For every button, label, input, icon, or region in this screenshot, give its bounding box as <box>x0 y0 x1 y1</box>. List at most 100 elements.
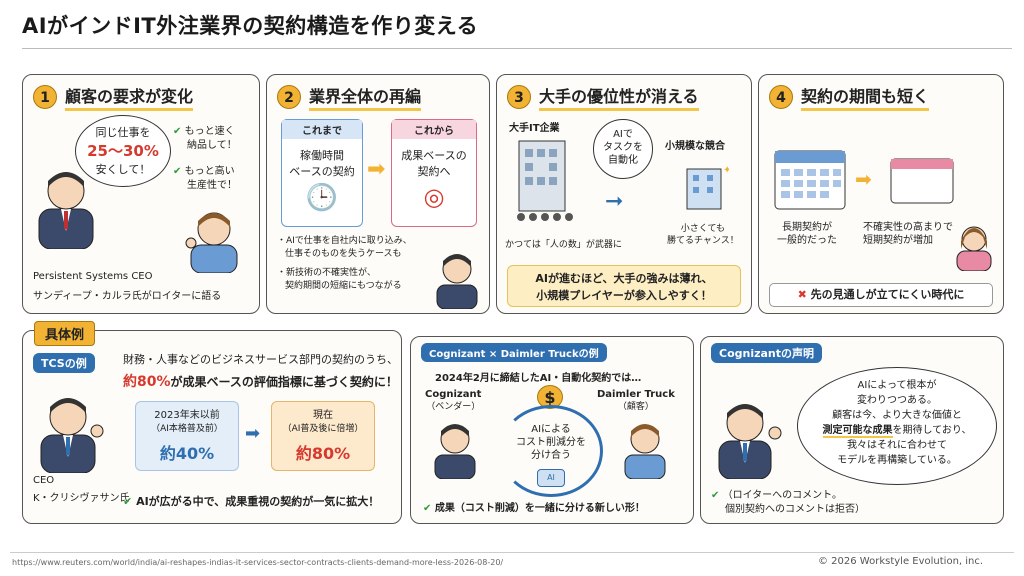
big-building-icon <box>517 140 573 221</box>
quote-highlight: 測定可能な成果 <box>822 425 893 438</box>
short-calendar-icon <box>890 158 954 204</box>
vendor-illustration <box>434 424 476 479</box>
bubble-line-1: 同じ仕事を <box>95 126 151 139</box>
long-caption-line2: 一般的だった <box>777 235 837 246</box>
panel-3-title: 大手の優位性が消える <box>539 83 699 111</box>
before-label: これまで <box>282 120 362 139</box>
panel-4-header: 4 契約の期間も短く <box>769 83 930 111</box>
cs-note-line2: 個別契約へのコメントは拒否） <box>725 504 865 515</box>
tcs-after-card: 現在 （AI普及後に倍増） 約80% <box>271 401 375 471</box>
panel-customer-demand: 1 顧客の要求が変化 同じ仕事を 25～30% 安くして！ ✔ もっと速く 納品… <box>22 74 260 314</box>
summary-line2: 小規模プレイヤーが参入しやすく！ <box>536 289 712 302</box>
cs-label: Cognizantの声明 <box>711 343 823 363</box>
panel-1-title: 顧客の要求が変化 <box>65 83 194 111</box>
cs-note-line1: （ロイターへのコメント。 <box>722 490 842 501</box>
warning-text: 先の見通しが立てにくい時代に <box>810 288 965 301</box>
cognizant-role: （ベンダー） <box>426 402 481 412</box>
ai-bubble-line3: 自動化 <box>608 155 638 166</box>
tcs-before-year: 2023年末以前 <box>154 410 220 421</box>
tcs-after-sub: （AI普及後に倍増） <box>282 424 364 434</box>
quote-line3: 顧客は今、より大きな価値と <box>832 410 962 421</box>
big-company-label: 大手IT企業 <box>509 123 560 134</box>
tcs-before-sub: （AI本格普及前） <box>151 424 223 434</box>
panel-3-number: 3 <box>507 85 531 109</box>
page-title: AIがインドIT外注業界の契約構造を作り変える <box>22 14 479 38</box>
quote-line4-rest: を期待しており、 <box>892 425 972 436</box>
long-caption: 長期契約が 一般的だった <box>777 221 837 247</box>
check-icon: ✔ <box>423 503 432 514</box>
check-faster: ✔ もっと速く 納品して！ <box>173 125 237 153</box>
cost-share-line2: コスト削減分を <box>516 437 586 448</box>
short-caption: 不確実性の高まりで 短期契約が増加 <box>863 221 953 247</box>
cs-note: ✔ （ロイターへのコメント。 個別契約へのコメントは拒否） <box>711 489 865 517</box>
long-calendar-icon <box>774 150 846 210</box>
cognizant-name-text: Cognizant <box>425 389 482 400</box>
cross-icon: ✖ <box>797 288 807 301</box>
cost-share-line1: AIによる <box>531 424 571 435</box>
note-1-line1: ・AIで仕事を自社内に取り込み、 <box>277 236 412 246</box>
small-caption-line1: 小さくても <box>680 224 725 234</box>
cognizant-name: Cognizant （ベンダー） <box>425 389 481 413</box>
panel-4-title: 契約の期間も短く <box>801 83 930 111</box>
bubble-discount: 25～30% <box>87 142 159 160</box>
target-icon: ◎ <box>423 183 445 211</box>
big-caption: かつては「人の数」が武器に <box>505 240 622 250</box>
check-icon: ✔ <box>173 126 182 137</box>
daimler-role: （顧客） <box>617 402 654 412</box>
check-faster-line2: 納品して！ <box>187 140 237 151</box>
quote-line1: AIによって根本が <box>857 380 937 391</box>
thinking-man-illustration <box>436 254 478 309</box>
bubble-line-3: 安くして！ <box>95 163 151 176</box>
demand-speech-bubble: 同じ仕事を 25～30% 安くして！ <box>75 115 171 187</box>
title-divider <box>22 48 1012 49</box>
cd-summary-text: 成果（コスト削減）を一緒に分ける新しい形！ <box>434 503 645 514</box>
tcs-text-2: 約80%が成果ベースの評価指標に基づく契約に！ <box>123 371 398 391</box>
tcs-ceo-illustration <box>40 398 104 473</box>
svg-text:✦: ✦ <box>723 165 729 176</box>
note-1: ・AIで仕事を自社内に取り込み、 仕事そのものを失うケースも <box>277 235 412 261</box>
quote-line2: 変わりつつある。 <box>856 395 938 406</box>
note-2-line1: ・新技術の不確実性が、 <box>277 268 376 278</box>
panel-4-number: 4 <box>769 85 793 109</box>
panel-tcs-example: TCSの例 財務・人事などのビジネスサービス部門の契約のうち、 約80%が成果ベ… <box>22 330 402 524</box>
check-icon: ✔ <box>711 490 720 501</box>
copyright: © 2026 Workstyle Evolution, inc. <box>818 556 984 567</box>
before-text-2: ベースの契約 <box>289 165 355 178</box>
small-building-icon: ✦ <box>686 165 729 210</box>
small-caption-line2: 勝てるチャンス！ <box>667 236 739 246</box>
panel-3-summary: AIが進むほど、大手の強みは薄れ、 小規模プレイヤーが参入しやすく！ <box>507 265 741 307</box>
ceo-illustration <box>38 172 94 249</box>
warning-banner: ✖ 先の見通しが立てにくい時代に <box>769 283 993 307</box>
panel-2-number: 2 <box>277 85 301 109</box>
tcs-summary: ✔ AIが広がる中で、成果重視の契約が一気に拡大！ <box>123 493 379 509</box>
tcs-text-1: 財務・人事などのビジネスサービス部門の契約のうち、 <box>123 353 398 366</box>
long-caption-line1: 長期契約が <box>782 222 832 233</box>
panel-cognizant-daimler: Cognizant × Daimler Truckの例 2024年2月に締結した… <box>410 336 694 524</box>
source-url[interactable]: https://www.reuters.com/world/india/ai-r… <box>12 558 504 567</box>
quote-line6: モデルを再構築している。 <box>837 455 957 466</box>
tcs-highlight: 約80% <box>123 374 171 390</box>
ai-robot-icon: AI <box>537 469 565 487</box>
after-text-2: 契約へ <box>417 165 451 178</box>
ai-bubble-line1: AIで <box>613 129 633 140</box>
quote-line4: 測定可能な成果を期待しており、 <box>798 423 996 438</box>
check-faster-line1: もっと速く <box>184 126 235 137</box>
client-illustration <box>185 212 238 273</box>
arrow-right-icon: ➡ <box>367 157 386 182</box>
panel-2-title: 業界全体の再編 <box>309 83 422 111</box>
check-icon: ✔ <box>173 166 182 177</box>
before-card: これまで 稼働時間 ベースの契約 🕒 <box>281 119 363 227</box>
check-productivity: ✔ もっと高い 生産性で！ <box>173 165 237 193</box>
note-1-line2: 仕事そのものを失うケースも <box>285 249 402 259</box>
tcs-text-2-rest: が成果ベースの評価指標に基づく契約に！ <box>170 375 398 389</box>
ceo-caption-1: Persistent Systems CEO <box>33 271 153 282</box>
tcs-after-year: 現在 <box>313 410 333 421</box>
small-caption: 小さくても 勝てるチャンス！ <box>667 223 739 247</box>
daimler-name-text: Daimler Truck <box>597 389 675 400</box>
check-icon: ✔ <box>123 495 133 508</box>
clock-icon: 🕒 <box>305 183 339 213</box>
tcs-after-value: 約80% <box>295 444 351 463</box>
short-caption-line2: 短期契約が増加 <box>863 235 933 246</box>
panel-1-header: 1 顧客の要求が変化 <box>33 83 194 111</box>
check-productivity-line1: もっと高い <box>184 166 235 177</box>
